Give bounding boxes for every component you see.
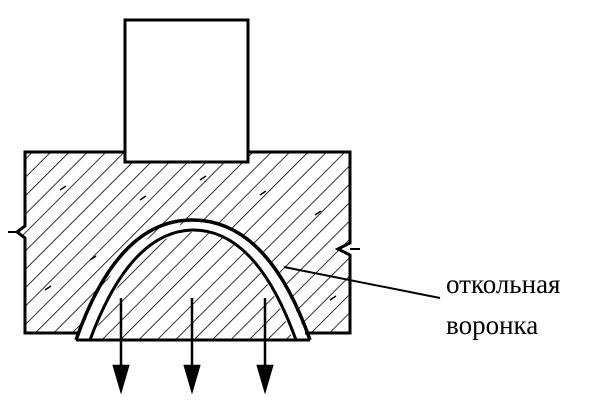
leader-line bbox=[283, 266, 441, 299]
label-spall-line-1: откольная bbox=[446, 269, 561, 299]
column bbox=[123, 18, 250, 164]
force-arrows bbox=[112, 298, 274, 395]
label-spall-line-2: воронка bbox=[446, 310, 539, 340]
